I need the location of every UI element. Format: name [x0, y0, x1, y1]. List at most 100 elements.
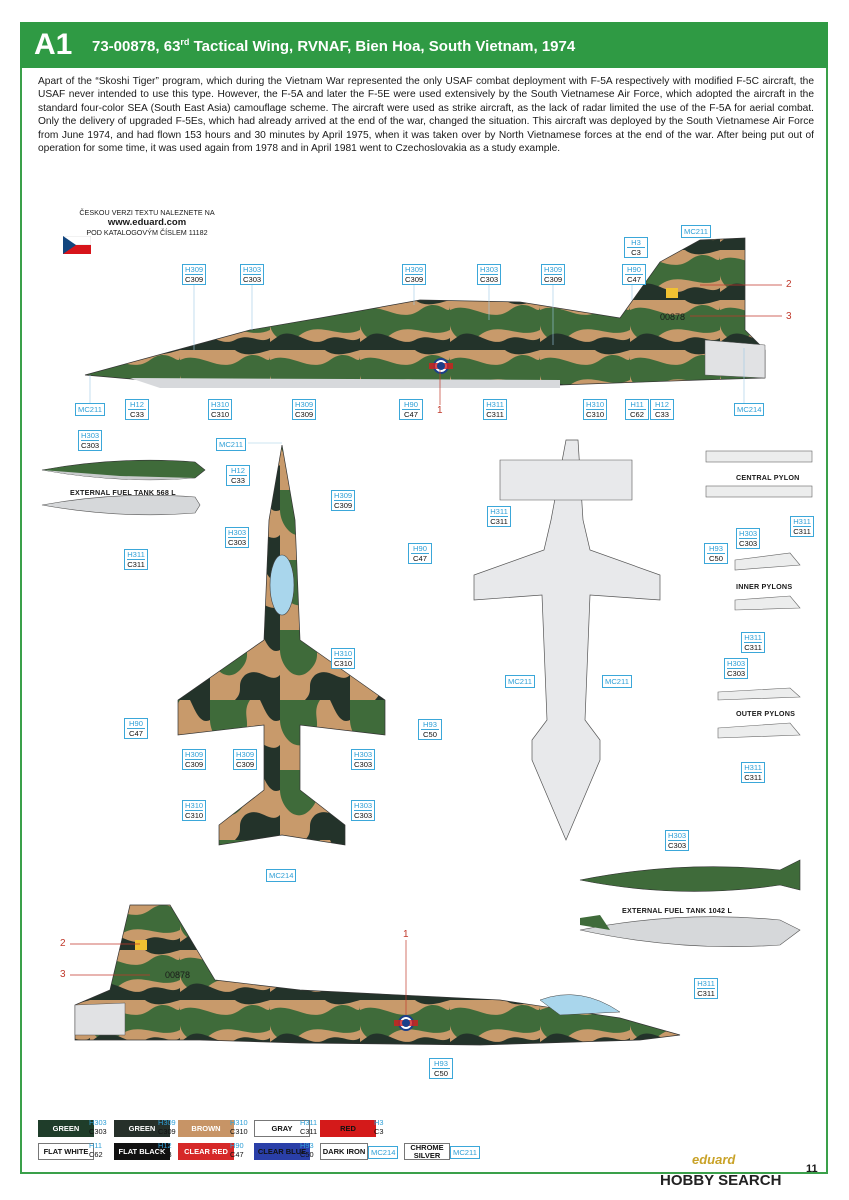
inner-pylons-label: INNER PYLONS [736, 582, 793, 591]
legend-swatch: RED [320, 1120, 376, 1137]
profile-id: A1 [34, 28, 73, 61]
page-number: 11 [806, 1163, 818, 1175]
legend-swatch: GREEN [38, 1120, 94, 1137]
watermark: HOBBY SEARCH [660, 1172, 782, 1189]
eduard-logo: eduard [692, 1152, 736, 1167]
marking-number: 3 [786, 311, 792, 322]
marking-number: 1 [403, 929, 409, 940]
tank1042-label: EXTERNAL FUEL TANK 1042 L [622, 906, 733, 915]
czech-flag-icon [63, 236, 91, 254]
legend-swatch: FLAT WHITE [38, 1143, 94, 1160]
marking-number: 2 [60, 938, 66, 949]
legend-swatch: GRAY [254, 1120, 310, 1137]
profile-title: 73-00878, 63rd Tactical Wing, RVNAF, Bie… [92, 37, 576, 55]
metal-callout: MC214 [734, 403, 765, 416]
left-side-profile: 00878 [84, 237, 766, 388]
top-view [177, 444, 386, 846]
marker-lines [70, 284, 782, 1015]
central-pylon-label: CENTRAL PYLON [736, 473, 800, 482]
marking-number: 3 [60, 969, 66, 980]
metal-callout: MC214 [266, 869, 297, 882]
legend-swatch: GREEN [114, 1120, 170, 1137]
outer-pylons-label: OUTER PYLONS [736, 709, 796, 718]
legend-swatch: CLEAR RED [178, 1143, 234, 1160]
legend-swatch: BROWN [178, 1120, 234, 1137]
tank568-label: EXTERNAL FUEL TANK 568 L [70, 488, 176, 497]
fuel-tank-568 [41, 459, 206, 516]
profile-header: A1 73-00878, 63rd Tactical Wing, RVNAF, … [20, 22, 828, 68]
tail-serial-top: 00878 [660, 312, 685, 322]
legend-metal-code: MC214 [368, 1146, 399, 1159]
legend-swatch: FLAT BLACK [114, 1143, 170, 1160]
metal-callout: MC211 [602, 675, 632, 688]
right-side-profile: 00878 [74, 904, 681, 1046]
legend-swatch: CHROME SILVER [404, 1143, 450, 1160]
leader-lines [89, 284, 745, 444]
history-text: Apart of the “Skoshi Tiger” program, whi… [38, 76, 814, 155]
legend-swatch: DARK IRON [320, 1143, 368, 1160]
metal-callout: MC211 [681, 225, 711, 238]
czech-catalog: POD KATALOGOVÝM ČÍSLEM 11182 [86, 228, 208, 237]
marking-number: 1 [437, 405, 443, 416]
metal-callout: MC211 [505, 675, 535, 688]
metal-callout: MC211 [75, 403, 105, 416]
czech-line: ČESKOU VERZI TEXTU NALEZNETE NA [79, 208, 215, 217]
bottom-view [473, 439, 661, 841]
fuel-tank-1042 [579, 859, 801, 947]
pylons-drawings [705, 450, 813, 739]
tail-serial-bottom: 00878 [165, 970, 190, 980]
legend-swatch: CLEAR BLUE [254, 1143, 310, 1160]
marking-number: 2 [786, 279, 792, 290]
czech-url[interactable]: www.eduard.com [107, 217, 187, 228]
legend-metal-code: MC211 [450, 1146, 480, 1159]
czech-note: ČESKOU VERZI TEXTU NALEZNETE NA www.edua… [62, 208, 232, 238]
metal-callout: MC211 [216, 438, 246, 451]
